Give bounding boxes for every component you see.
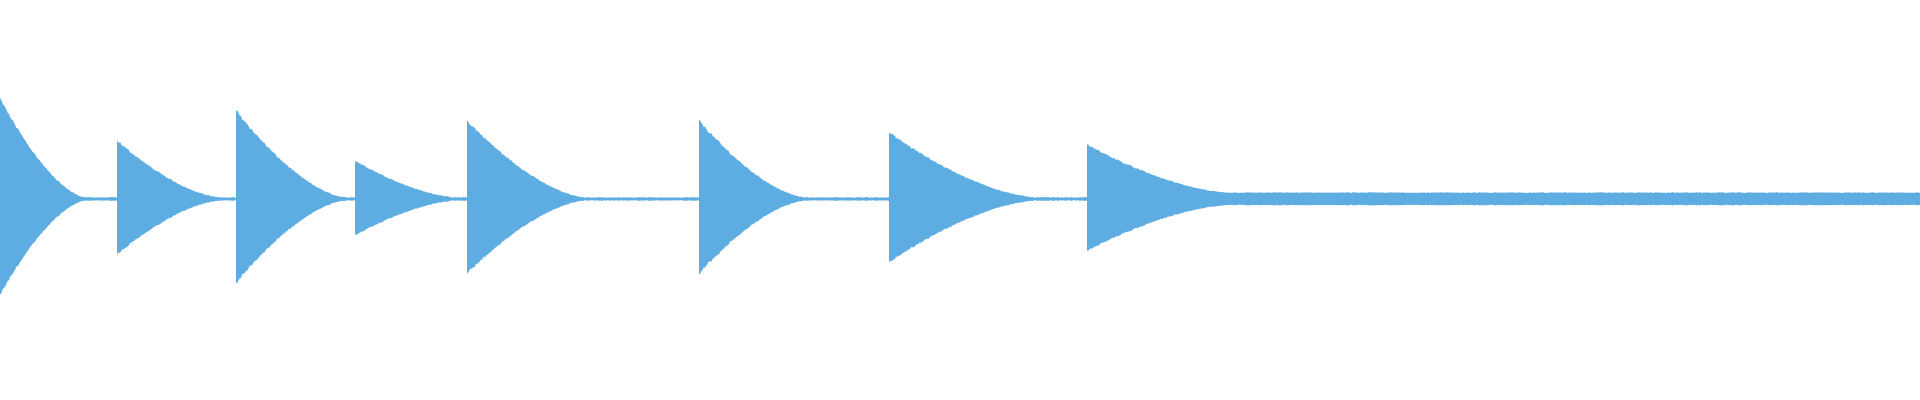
waveform-onset-3: [236, 110, 355, 284]
waveform-onset-1: [0, 98, 117, 295]
waveform-onset-8: [1087, 143, 1920, 252]
waveform-onset-7: [889, 132, 1087, 262]
waveform-onset-4: [355, 161, 467, 235]
waveform-onset-6: [699, 119, 889, 275]
waveform-onset-2: [117, 139, 236, 256]
waveform-onset-5: [467, 120, 699, 274]
